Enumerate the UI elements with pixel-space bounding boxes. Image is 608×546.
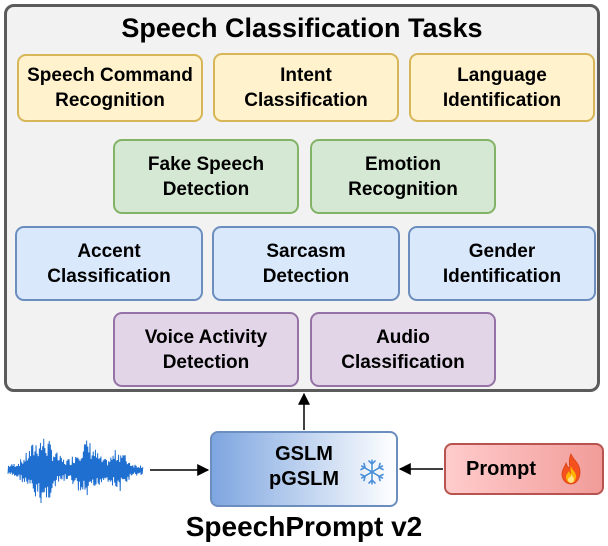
fire-icon: [561, 453, 581, 485]
panel-title: Speech Classification Tasks: [121, 13, 483, 43]
snowflake-icon: [360, 458, 384, 486]
prompt-label: Prompt: [466, 458, 536, 480]
diagram-caption: SpeechPrompt v2: [185, 511, 423, 542]
waveform-icon: [7, 438, 144, 504]
tasks-panel: Speech Classification Tasks Speech Comma…: [4, 4, 600, 392]
prompt-box: Prompt: [444, 443, 604, 495]
speech-model-box: GSLM pGSLM: [210, 431, 398, 507]
model-label: GSLM pGSLM: [269, 443, 339, 490]
